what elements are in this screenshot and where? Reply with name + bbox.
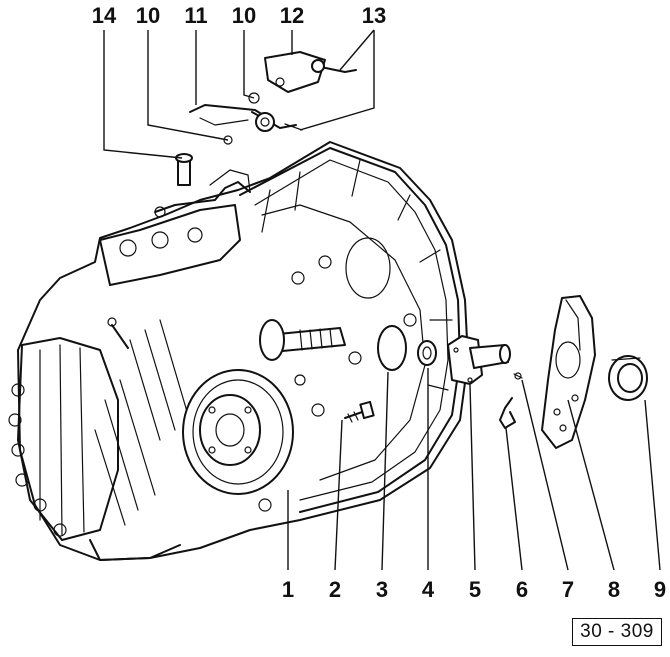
part-10-bolt-lower (251, 111, 303, 132)
callout-6: 6 (516, 577, 528, 602)
callout-10a: 10 (136, 3, 160, 28)
callout-8: 8 (608, 577, 620, 602)
part-2-bolt (344, 400, 375, 423)
callout-7: 7 (562, 577, 574, 602)
callout-3: 3 (376, 577, 388, 602)
callout-12: 12 (280, 3, 304, 28)
leader-lines (103, 29, 661, 571)
callout-4: 4 (422, 577, 435, 602)
part-5-guide-sleeve (447, 335, 511, 385)
callout-9: 9 (654, 577, 666, 602)
callout-14: 14 (92, 3, 117, 28)
part-8-bearing (608, 355, 648, 401)
gearbox-housing (8, 141, 469, 561)
callout-2: 2 (329, 577, 341, 602)
part-14-fitting (175, 153, 193, 186)
callout-5: 5 (469, 577, 481, 602)
part-12-cable-bracket (264, 51, 357, 93)
part-10-bolt-upper (248, 92, 260, 104)
callout-13: 13 (362, 3, 386, 28)
part-7-release-lever (541, 295, 596, 449)
callouts-top: 14 10 11 10 12 13 (92, 3, 386, 28)
callout-1: 1 (282, 577, 294, 602)
callouts-bottom: 1 2 3 4 5 6 7 8 9 (282, 577, 666, 602)
part-6-spring-clip (499, 372, 523, 429)
callout-11: 11 (184, 3, 207, 28)
callout-10b: 10 (232, 3, 256, 28)
figure-reference-label: 30 - 309 (572, 618, 662, 646)
part-4-seal (417, 340, 437, 366)
part-3-o-ring (377, 325, 407, 371)
